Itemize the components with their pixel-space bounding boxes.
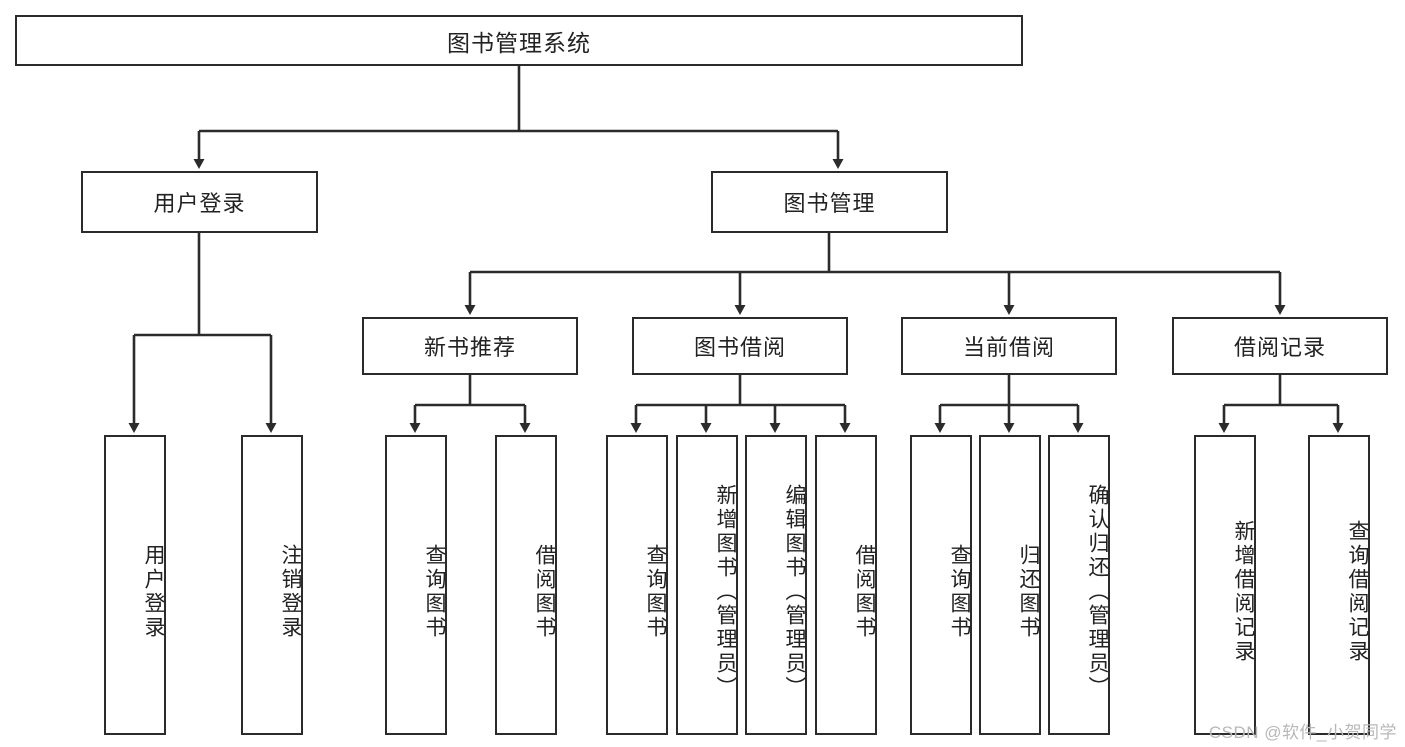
leaf-query-book-3[interactable]: 查询图书 [910, 435, 972, 735]
node-root[interactable]: 图书管理系统 [15, 15, 1023, 66]
node-user-login[interactable]: 用户登录 [81, 171, 318, 233]
leaf-query-book-2[interactable]: 查询图书 [606, 435, 668, 735]
node-current-borrow[interactable]: 当前借阅 [901, 317, 1117, 375]
leaf-user-logout[interactable]: 注销登录 [241, 435, 303, 735]
leaf-add-book[interactable]: 新增图书（管理员） [676, 435, 738, 735]
leaf-confirm-return[interactable]: 确认归还（管理员） [1048, 435, 1110, 735]
leaf-user-login[interactable]: 用户登录 [104, 435, 166, 735]
leaf-add-record[interactable]: 新增借阅记录 [1194, 435, 1256, 735]
leaf-query-book-1[interactable]: 查询图书 [385, 435, 447, 735]
csdn-watermark: CSDN @软件_小贺同学 [1208, 723, 1397, 742]
leaf-borrow-book-1[interactable]: 借阅图书 [495, 435, 557, 735]
node-book-manage[interactable]: 图书管理 [711, 171, 948, 233]
node-new-book-recommend[interactable]: 新书推荐 [362, 317, 578, 375]
node-book-borrow[interactable]: 图书借阅 [632, 317, 848, 375]
node-borrow-record[interactable]: 借阅记录 [1172, 317, 1388, 375]
leaf-return-book[interactable]: 归还图书 [979, 435, 1041, 735]
leaf-borrow-book-2[interactable]: 借阅图书 [815, 435, 877, 735]
leaf-query-record[interactable]: 查询借阅记录 [1308, 435, 1370, 735]
leaf-edit-book[interactable]: 编辑图书（管理员） [745, 435, 807, 735]
